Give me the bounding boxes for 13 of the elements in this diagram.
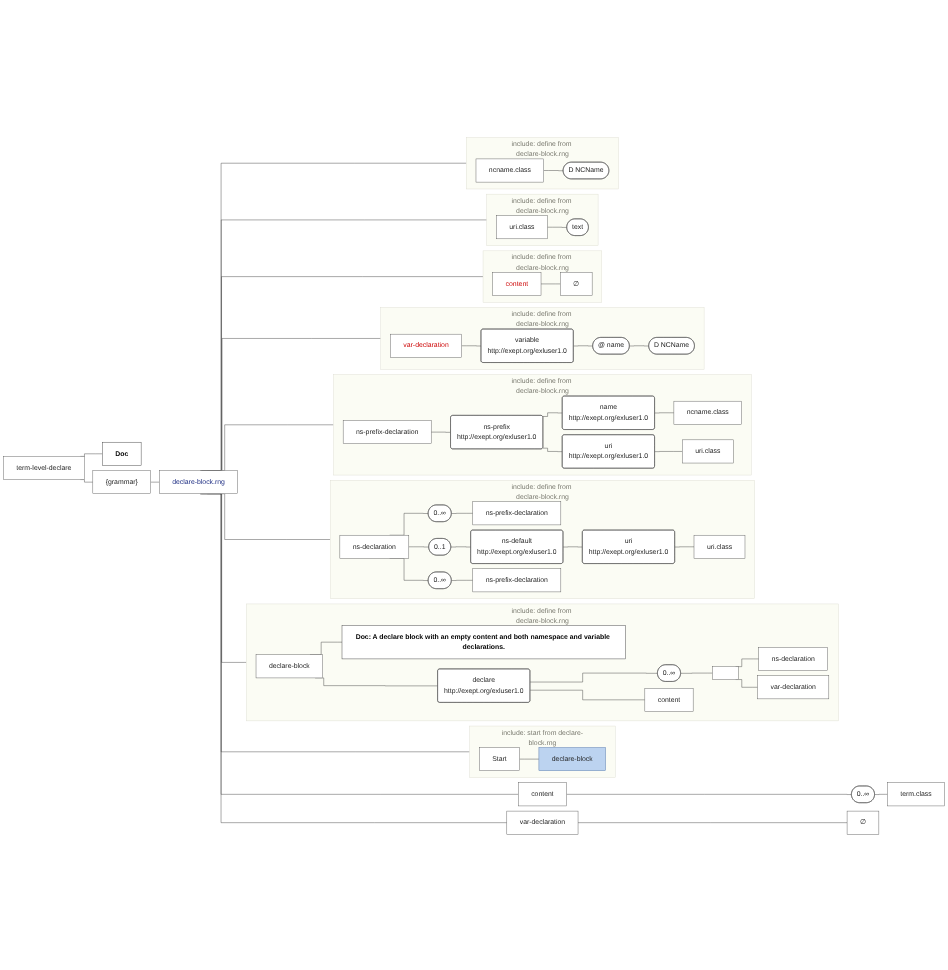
connector bbox=[573, 344, 594, 346]
connector bbox=[654, 411, 675, 413]
connector bbox=[674, 545, 695, 547]
connector bbox=[874, 793, 888, 794]
connector bbox=[629, 344, 650, 346]
connector bbox=[542, 411, 563, 416]
connector bbox=[680, 672, 713, 673]
connector bbox=[451, 579, 473, 580]
connector bbox=[654, 450, 683, 451]
connector bbox=[451, 512, 473, 513]
connector bbox=[450, 545, 472, 547]
node-box bbox=[712, 665, 739, 679]
connector bbox=[542, 447, 563, 451]
